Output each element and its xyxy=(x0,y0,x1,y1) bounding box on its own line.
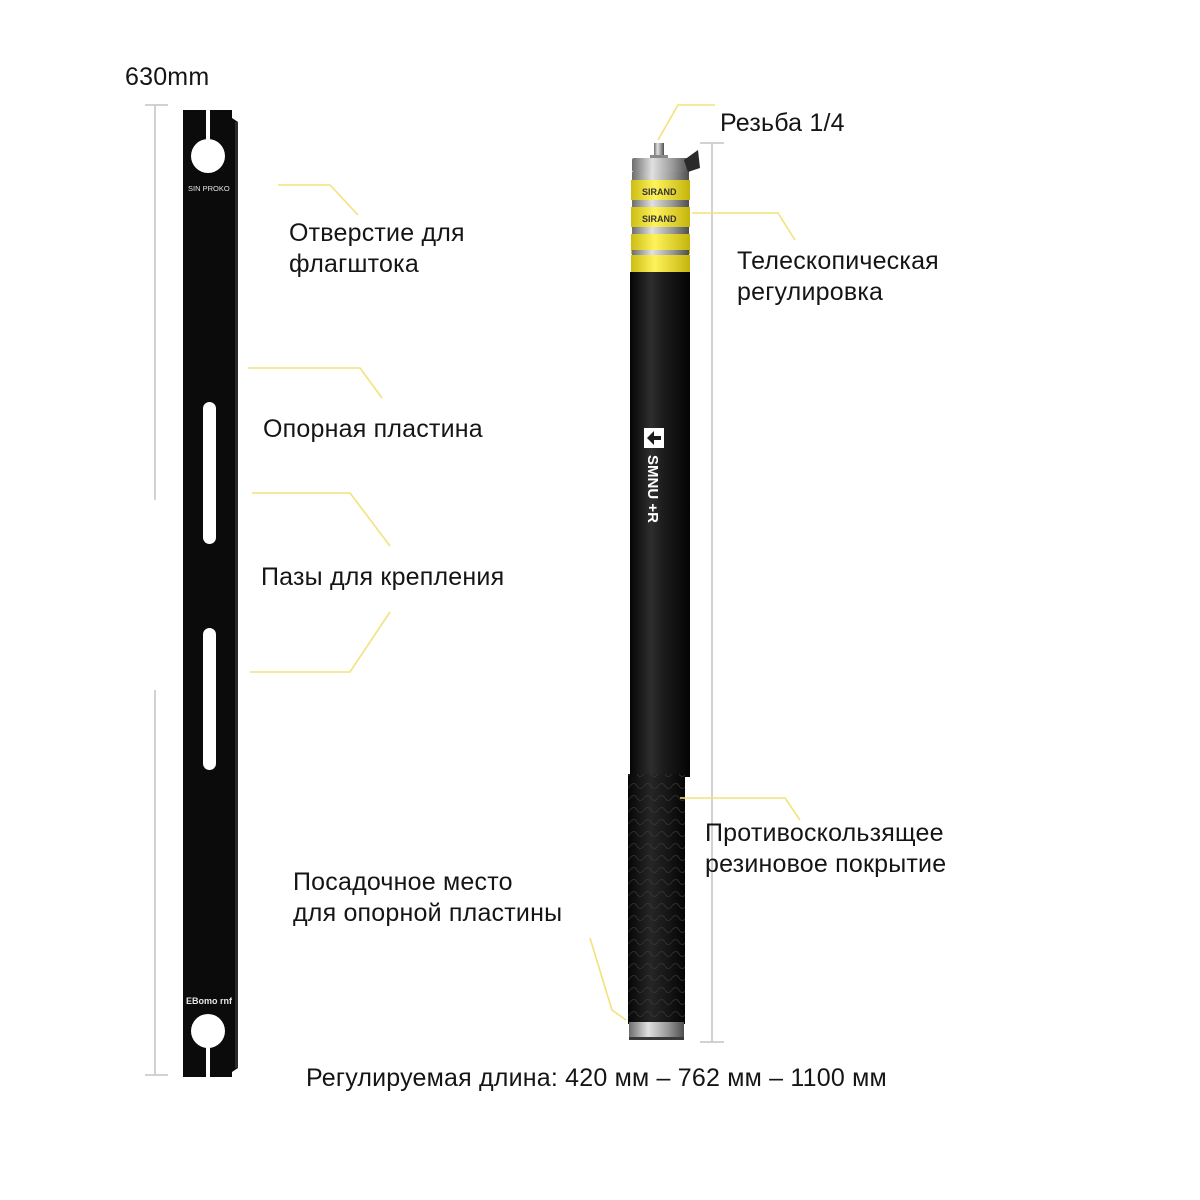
adjust-ring-1 xyxy=(631,180,690,200)
callout-mount-slots: Пазы для крепления xyxy=(261,563,505,591)
ring-brand-1: SIRAND xyxy=(642,187,677,197)
telescopic-pole: SIRAND SIRAND SMNU +R xyxy=(628,143,700,1040)
callout-telescopic: Телескопическая регулировка xyxy=(737,246,939,308)
adjust-ring-4 xyxy=(631,255,690,272)
dimension-label: 630mm xyxy=(125,63,210,91)
pole-logo: SMNU +R xyxy=(644,428,664,523)
support-plate: SIN PROKO EBomo rnf xyxy=(183,110,238,1077)
adjust-ring-2 xyxy=(631,207,690,227)
bottom-hole xyxy=(191,1014,225,1048)
callout-plate-seat-line2: для опорной пластины xyxy=(293,899,563,927)
callout-thread: Резьба 1/4 xyxy=(720,109,845,137)
adjust-ring-3 xyxy=(631,234,690,254)
thread-bolt xyxy=(654,143,664,157)
callout-flagpole-hole-line2: флагштока xyxy=(289,250,419,278)
pole-logo-text: SMNU +R xyxy=(644,455,661,523)
upper-slot xyxy=(203,402,216,544)
callout-plate-seat: Посадочное место для опорной пластины xyxy=(293,867,562,929)
callout-telescopic-line2: регулировка xyxy=(737,278,884,306)
callout-anti-slip: Противоскользящее резиновое покрытие xyxy=(705,818,946,880)
top-hole xyxy=(191,139,225,173)
callout-anti-slip-line2: резиновое покрытие xyxy=(705,850,947,878)
length-caption: Регулируемая длина: 420 мм – 762 мм – 11… xyxy=(306,1064,887,1092)
plate-brand-top: SIN PROKO xyxy=(188,184,230,193)
plate-brand-bottom: EBomo rnf xyxy=(186,996,233,1006)
callout-telescopic-line1: Телескопическая xyxy=(737,247,939,275)
ring-brand-2: SIRAND xyxy=(642,214,677,224)
dimension-line xyxy=(145,104,168,1076)
callout-flagpole-hole: Отверстие для флагштока xyxy=(289,218,465,280)
callout-lines-right xyxy=(589,104,801,1021)
callout-flagpole-hole-line1: Отверстие для xyxy=(289,219,465,247)
pole-dimension-line xyxy=(700,142,724,1043)
callout-anti-slip-line1: Противоскользящее xyxy=(705,819,944,847)
callout-plate-seat-line1: Посадочное место xyxy=(293,868,513,896)
callout-support-plate: Опорная пластина xyxy=(263,415,483,443)
bottom-metal-cap xyxy=(629,1022,684,1040)
lower-slot xyxy=(203,628,216,770)
callout-lines-left xyxy=(248,184,391,673)
